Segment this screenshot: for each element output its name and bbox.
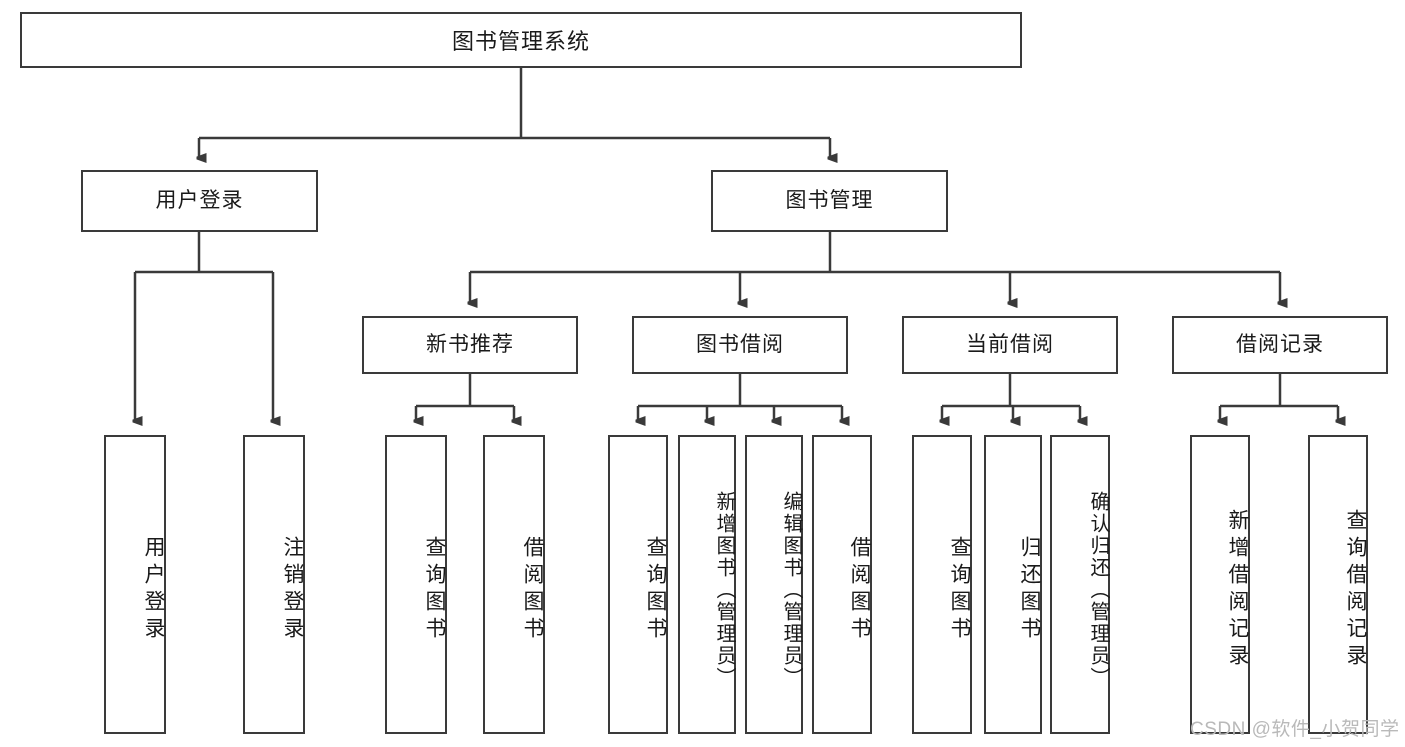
- node-leaf-6[interactable]: 编辑图书（管理员）: [745, 435, 803, 734]
- node-leaf-6-label: 编辑图书（管理员）: [780, 490, 802, 689]
- node-leaf-11-label: 新增借阅记录: [1226, 508, 1249, 671]
- node-leaf-1-label: 注销登录: [281, 535, 304, 644]
- node-leaf-0[interactable]: 用户登录: [104, 435, 166, 734]
- csdn-watermark: CSDN @软件_小贺同学: [1190, 719, 1400, 740]
- node-level3-0[interactable]: 新书推荐: [362, 316, 578, 374]
- node-level2-1-label: 图书管理: [785, 189, 874, 213]
- node-leaf-8-label: 查询图书: [948, 535, 971, 644]
- node-level3-1[interactable]: 图书借阅: [632, 316, 848, 374]
- node-level3-3-label: 借阅记录: [1236, 333, 1324, 357]
- node-leaf-5[interactable]: 新增图书（管理员）: [678, 435, 736, 734]
- node-leaf-5-label: 新增图书（管理员）: [713, 490, 735, 689]
- node-leaf-7-label: 借阅图书: [848, 535, 871, 644]
- node-root-label: 图书管理系统: [451, 29, 590, 54]
- node-leaf-9-label: 归还图书: [1018, 535, 1041, 644]
- node-leaf-10[interactable]: 确认归还（管理员）: [1050, 435, 1110, 734]
- node-leaf-7[interactable]: 借阅图书: [812, 435, 872, 734]
- node-leaf-1[interactable]: 注销登录: [243, 435, 305, 734]
- node-leaf-4[interactable]: 查询图书: [608, 435, 668, 734]
- node-leaf-10-label: 确认归还（管理员）: [1087, 490, 1109, 689]
- node-leaf-3-label: 借阅图书: [521, 535, 544, 644]
- node-root[interactable]: 图书管理系统: [20, 12, 1022, 68]
- node-leaf-8[interactable]: 查询图书: [912, 435, 972, 734]
- node-level2-0-label: 用户登录: [155, 189, 244, 213]
- node-leaf-2[interactable]: 查询图书: [385, 435, 447, 734]
- node-level3-2[interactable]: 当前借阅: [902, 316, 1118, 374]
- node-level3-3[interactable]: 借阅记录: [1172, 316, 1388, 374]
- node-level2-0[interactable]: 用户登录: [81, 170, 318, 232]
- node-leaf-9[interactable]: 归还图书: [984, 435, 1042, 734]
- node-leaf-11[interactable]: 新增借阅记录: [1190, 435, 1250, 734]
- node-level3-2-label: 当前借阅: [966, 333, 1054, 357]
- node-leaf-4-label: 查询图书: [644, 535, 667, 644]
- node-level2-1[interactable]: 图书管理: [711, 170, 948, 232]
- node-leaf-12-label: 查询借阅记录: [1344, 508, 1367, 671]
- node-leaf-3[interactable]: 借阅图书: [483, 435, 545, 734]
- node-leaf-0-label: 用户登录: [142, 535, 165, 644]
- node-level3-1-label: 图书借阅: [696, 333, 784, 357]
- node-leaf-12[interactable]: 查询借阅记录: [1308, 435, 1368, 734]
- node-leaf-2-label: 查询图书: [423, 535, 446, 644]
- node-level3-0-label: 新书推荐: [426, 333, 514, 357]
